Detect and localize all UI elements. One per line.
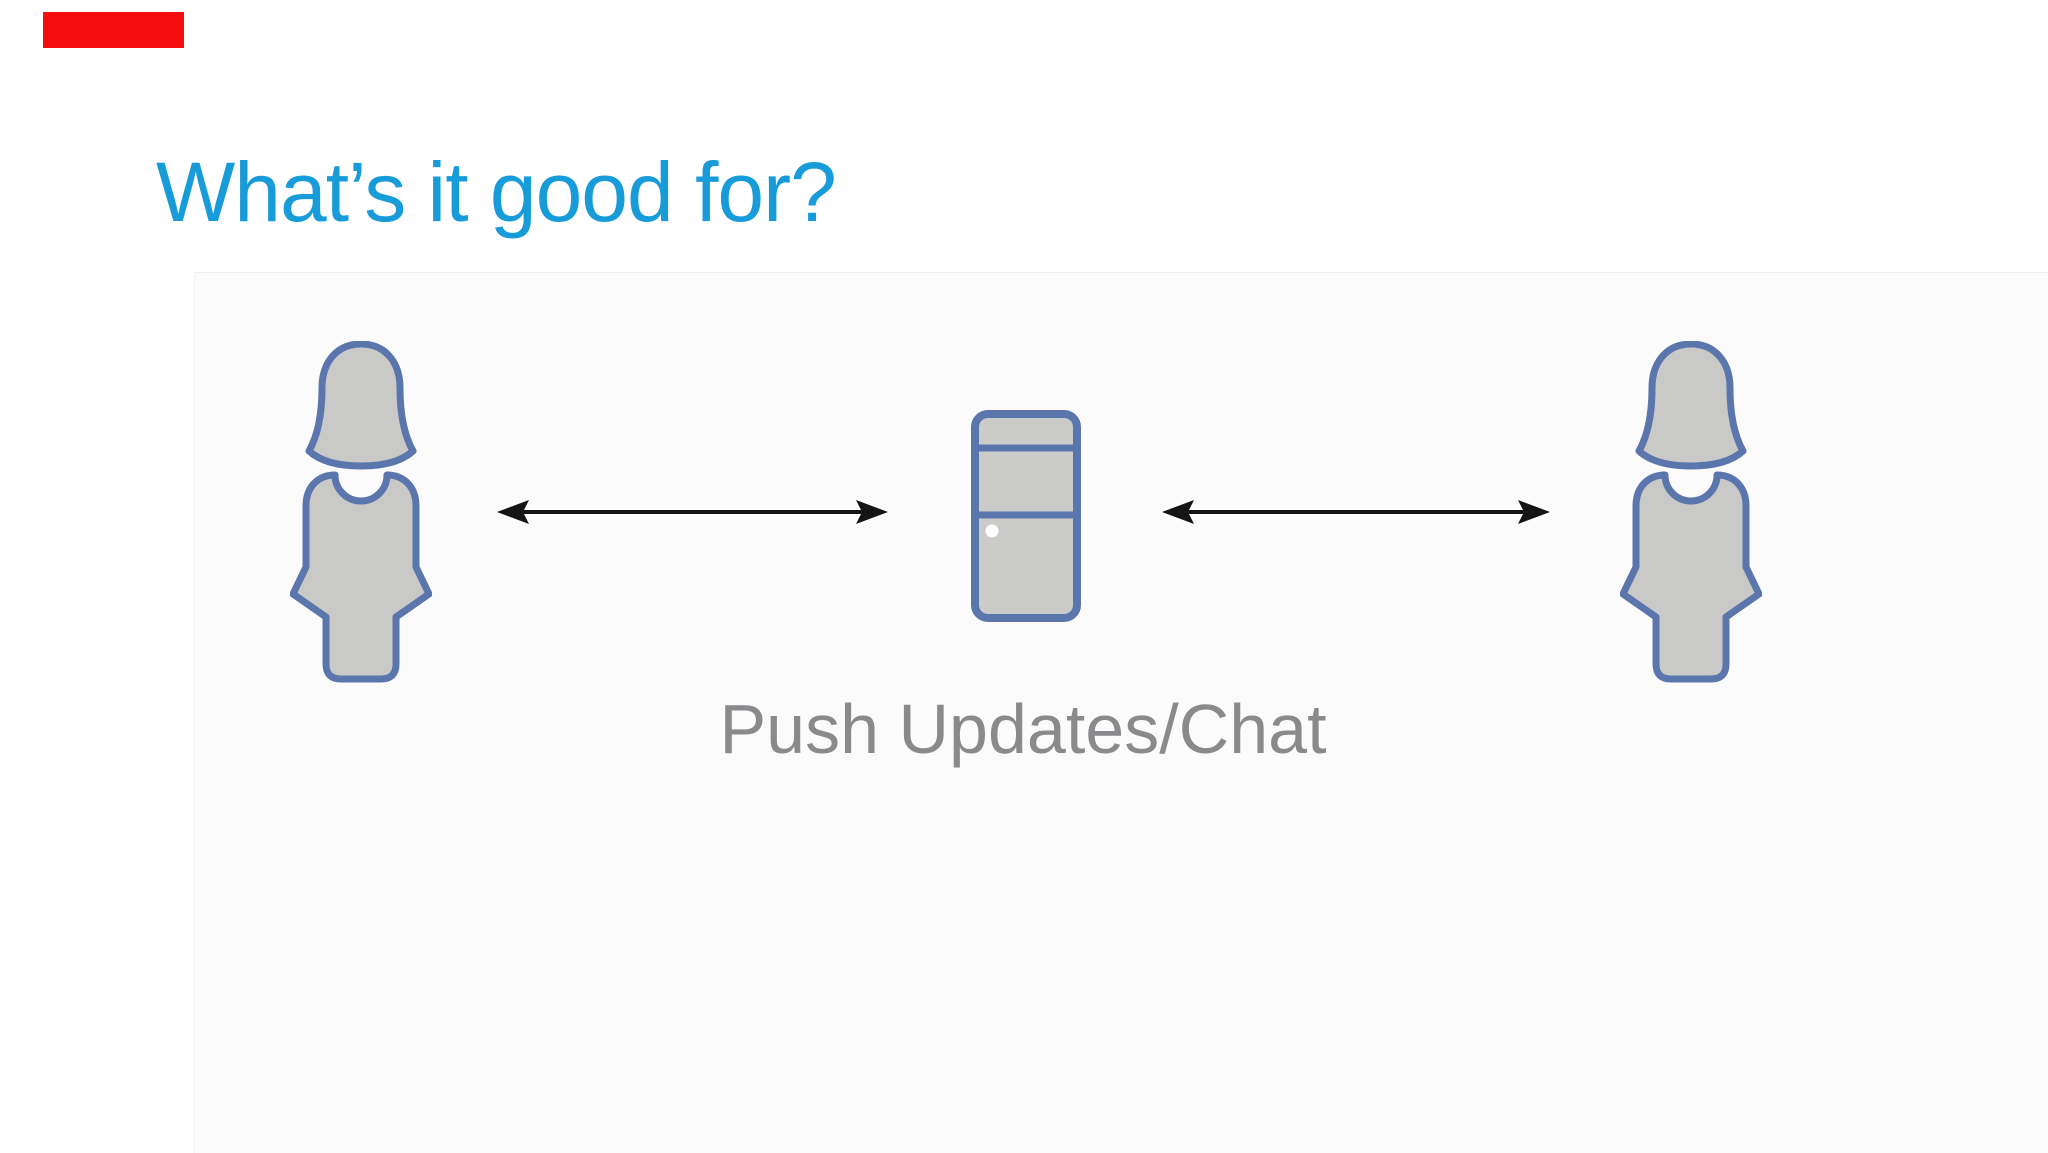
diagram-canvas [194, 272, 2048, 1153]
arrow-right-icon [1162, 500, 1550, 524]
server-led [985, 524, 999, 538]
server-icon [971, 410, 1081, 622]
person-icon-right [1620, 341, 1762, 683]
arrow-left-icon [497, 500, 888, 524]
recording-indicator [43, 12, 184, 48]
person-icon-left [290, 341, 432, 683]
page-title: What’s it good for? [156, 145, 837, 239]
diagram-caption: Push Updates/Chat [719, 690, 1327, 768]
